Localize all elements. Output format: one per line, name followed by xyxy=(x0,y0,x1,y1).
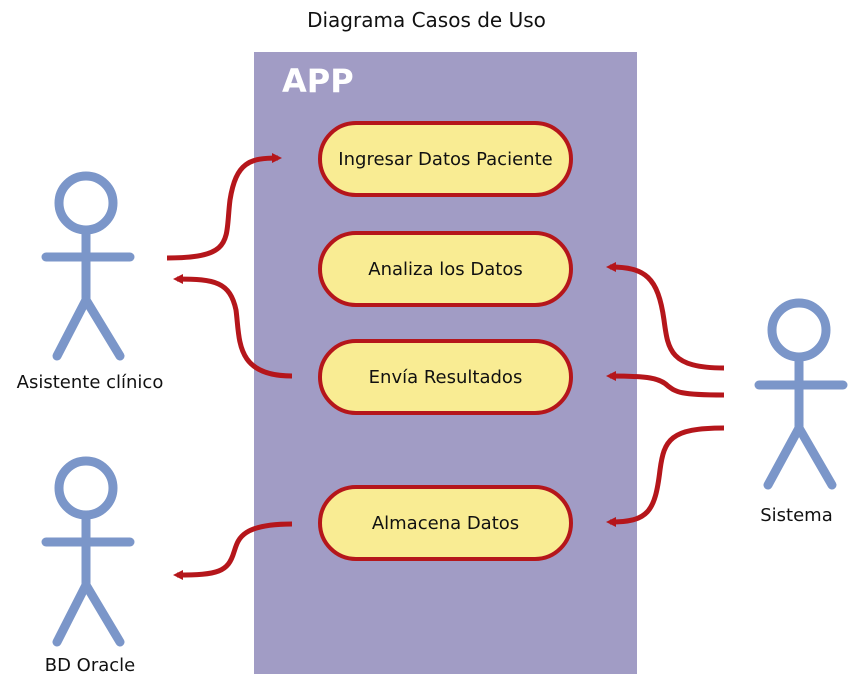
usecase-almacena-datos[interactable]: Almacena Datos xyxy=(318,485,573,561)
usecase-analiza-datos[interactable]: Analiza los Datos xyxy=(318,231,573,307)
actor-bd-oracle-icon xyxy=(41,456,135,647)
actor-sistema-icon xyxy=(754,298,848,490)
usecase-label: Ingresar Datos Paciente xyxy=(338,148,553,170)
diagram-title: Diagrama Casos de Uso xyxy=(307,8,546,32)
arrow-sistema-to-almacena xyxy=(606,425,725,527)
arrow-envia-to-asistente xyxy=(173,274,293,379)
system-label: APP xyxy=(282,62,354,100)
actor-label-bd-oracle: BD Oracle xyxy=(44,655,136,676)
actor-asistente-icon xyxy=(41,171,135,361)
actor-label-sistema: Sistema xyxy=(760,505,833,526)
usecase-envia-resultados[interactable]: Envía Resultados xyxy=(318,339,573,415)
arrow-sistema-to-envia xyxy=(606,371,725,398)
arrow-almacena-to-bd xyxy=(173,521,293,580)
arrow-asistente-to-ingresar xyxy=(166,153,282,261)
actor-label-asistente: Asistente clínico xyxy=(16,372,164,393)
usecase-label: Analiza los Datos xyxy=(368,258,523,280)
usecase-label: Envía Resultados xyxy=(368,366,523,388)
usecase-ingresar-datos[interactable]: Ingresar Datos Paciente xyxy=(318,121,573,197)
arrow-sistema-to-analiza xyxy=(606,262,725,371)
usecase-label: Almacena Datos xyxy=(371,512,520,534)
